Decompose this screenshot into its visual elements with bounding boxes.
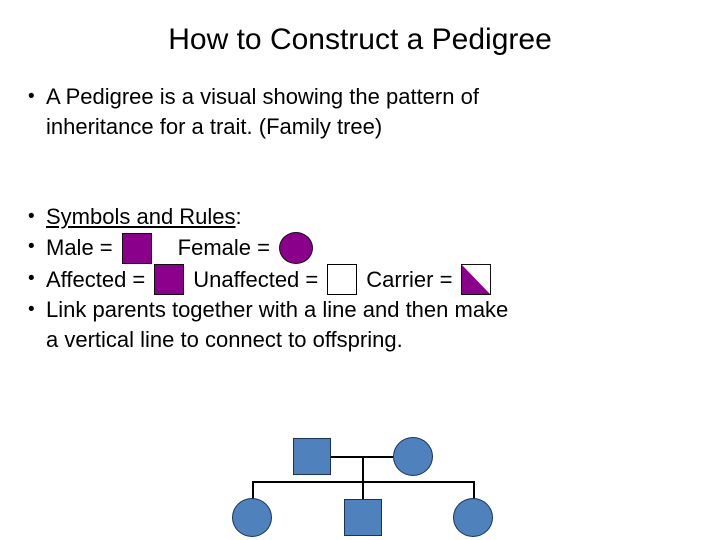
bullet-definition: • A Pedigree is a visual showing the pat… [22,82,698,112]
pedigree-child-2-square [344,499,382,536]
page-title: How to Construct a Pedigree [168,23,552,56]
bullet-definition-cont: inheritance for a trait. (Family tree) [22,112,698,142]
paragraph-spacer [22,142,698,172]
pedigree-mother-circle [393,437,433,476]
carrier-label: Carrier = [366,266,453,292]
pedigree-descent-line [362,456,364,482]
female-label: Female = [177,235,270,260]
symbols-heading-colon: : [235,204,242,229]
affected-label: Affected = [46,266,146,292]
male-female-row: Male = Female = [46,232,698,264]
bullet-marker-icon: • [28,299,35,320]
pedigree-drop-line-child-2 [362,481,364,499]
pedigree-drop-line-child-3 [473,481,475,499]
bullet-definition-line1: A Pedigree is a visual showing the patte… [46,84,479,109]
bullet-definition-line2: inheritance for a trait. (Family tree) [46,114,383,139]
bullet-linking-rule: • Link parents together with a line and … [22,295,698,325]
male-label: Male = [46,235,113,260]
female-symbol [278,232,313,264]
symbols-heading-text: Symbols and Rules: [46,202,698,232]
pedigree-diagram [0,425,720,540]
unaffected-symbol [327,264,358,295]
pedigree-drop-line-child-1 [252,481,254,499]
affected-symbol [154,264,185,295]
linking-rule-line2: a vertical line to connect to offspring. [46,327,403,352]
carrier-half-fill-icon [462,265,491,294]
bullet-marker-icon: • [28,236,35,257]
bullet-marker-icon: • [28,86,35,107]
bullet-symbols-heading: • Symbols and Rules: [22,202,698,232]
affected-unaffected-carrier-row: Affected = Unaffected = Carrier = [46,264,698,295]
bullet-affected-carrier: • Affected = Unaffected = Carrier = [22,264,698,295]
pedigree-child-1-circle [232,498,272,537]
slide-body: • A Pedigree is a visual showing the pat… [22,82,698,355]
bullet-linking-rule-cont: a vertical line to connect to offspring. [22,325,698,355]
bullet-male-female: • Male = Female = [22,232,698,264]
paragraph-spacer-2 [22,172,698,202]
symbols-heading-underlined: Symbols and Rules [46,204,236,229]
bullet-marker-icon: • [28,206,35,227]
pedigree-father-square [293,438,331,475]
male-symbol [121,232,152,264]
bullet-marker-icon: • [28,268,35,289]
carrier-symbol [461,264,492,295]
pedigree-child-3-circle [453,498,493,537]
unaffected-label: Unaffected = [193,266,319,292]
linking-rule-line1: Link parents together with a line and th… [46,297,509,322]
